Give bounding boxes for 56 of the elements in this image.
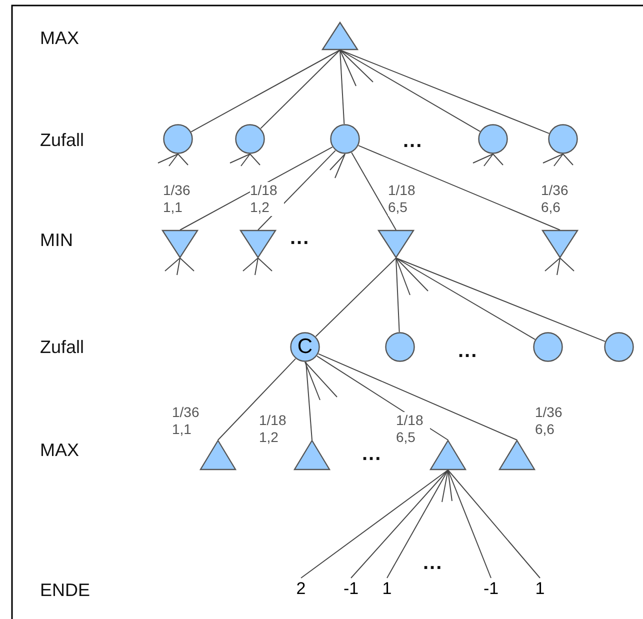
chance-node-circle	[330, 124, 360, 154]
ellipsis: ...	[423, 552, 443, 575]
tree-branch-line	[448, 470, 540, 578]
level-label: MAX	[40, 28, 80, 49]
max-node-triangle	[322, 22, 358, 50]
tree-branch-line	[340, 50, 345, 125]
tree-branch-line	[350, 470, 448, 578]
tree-branch-line	[396, 258, 536, 340]
chance-node-circle	[533, 332, 563, 362]
chance-node-circle	[478, 124, 508, 154]
level-label: ENDE	[40, 580, 90, 601]
chance-node-circle	[163, 124, 193, 154]
tree-branch-line	[300, 470, 448, 578]
tree-branch-line	[218, 358, 296, 440]
tree-branch-line	[448, 470, 492, 578]
leaf-value: 2	[294, 579, 308, 599]
chance-node-circle	[548, 124, 578, 154]
min-node-triangle	[542, 230, 578, 258]
tree-branch-line	[351, 152, 396, 230]
tree-branch-line	[396, 258, 400, 333]
max-node-triangle	[499, 440, 535, 470]
min-node-triangle	[240, 230, 276, 258]
max-node-triangle	[430, 440, 466, 470]
ellipsis: ...	[458, 340, 478, 363]
tree-branch-line	[305, 361, 312, 440]
level-label: MAX	[40, 440, 80, 461]
leaf-value: -1	[482, 579, 500, 599]
max-node-triangle	[294, 440, 330, 470]
chance-node-circle: C	[290, 332, 320, 362]
leaf-value: 1	[381, 579, 393, 599]
min-node-triangle	[378, 230, 414, 258]
edge-label: 1/18 1,2	[250, 182, 284, 216]
ellipsis: ...	[290, 227, 310, 250]
tree-branch-line	[190, 50, 340, 132]
level-label: MIN	[40, 230, 73, 251]
leaf-value: 1	[534, 579, 546, 599]
chance-node-circle	[385, 332, 415, 362]
tree-branch-line	[315, 258, 396, 337]
level-label: Zufall	[40, 130, 84, 151]
tree-branch-line	[386, 470, 448, 578]
chance-node-circle	[235, 124, 265, 154]
leaf-value: -1	[342, 579, 360, 599]
chance-node-circle	[604, 332, 634, 362]
level-label: Zufall	[40, 337, 84, 358]
edge-label: 1/18 6,5	[396, 412, 430, 446]
tree-branch-line	[318, 353, 518, 440]
tree-branch-line	[260, 50, 340, 129]
ellipsis: ...	[362, 443, 382, 466]
tree-branch-line	[340, 50, 550, 134]
max-node-triangle	[200, 440, 236, 470]
tree-branch-line	[396, 258, 606, 342]
min-node-triangle	[162, 230, 198, 258]
tree-branch-line	[180, 146, 333, 230]
ellipsis: ...	[403, 130, 423, 153]
tree-branch-line	[340, 50, 481, 132]
tree-branch-line	[358, 145, 560, 230]
